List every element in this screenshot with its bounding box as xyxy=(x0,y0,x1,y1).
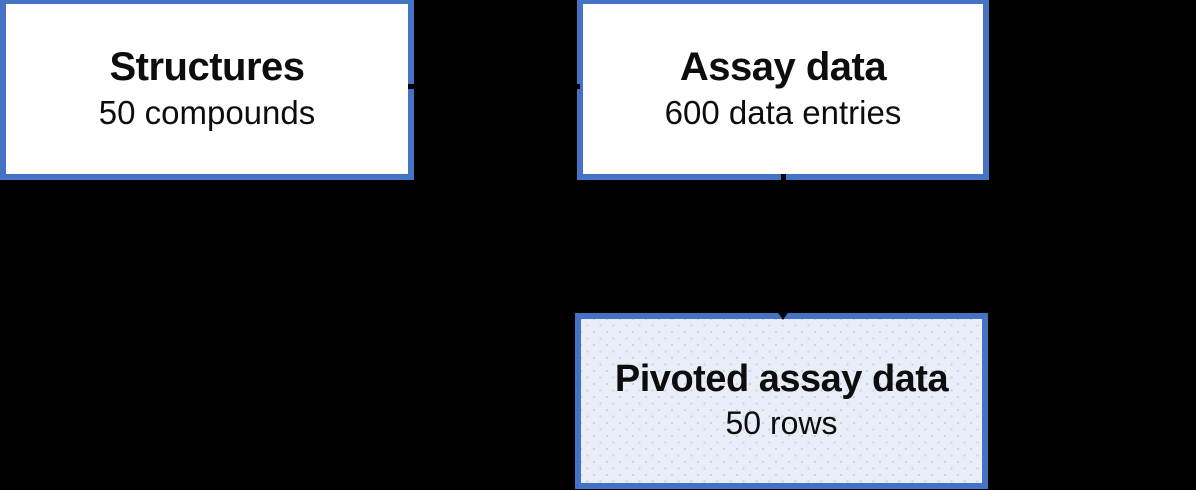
assay-data-box-subtitle: 600 data entries xyxy=(664,93,902,131)
assay-data-box: Assay data 600 data entries xyxy=(577,0,989,180)
assay-data-box-title: Assay data xyxy=(679,44,887,89)
pivoted-assay-data-box-subtitle: 50 rows xyxy=(725,405,838,442)
assay-to-pivoted-connector-line xyxy=(781,174,786,310)
arrow-down-icon xyxy=(775,308,791,320)
structures-box: Structures 50 compounds xyxy=(0,0,414,180)
pivoted-assay-data-box-title: Pivoted assay data xyxy=(614,357,949,400)
structures-box-title: Structures xyxy=(109,44,305,89)
structures-box-subtitle: 50 compounds xyxy=(98,93,316,131)
structures-to-assay-connector-line xyxy=(408,84,580,89)
pivoted-assay-data-box: Pivoted assay data 50 rows xyxy=(575,313,988,489)
